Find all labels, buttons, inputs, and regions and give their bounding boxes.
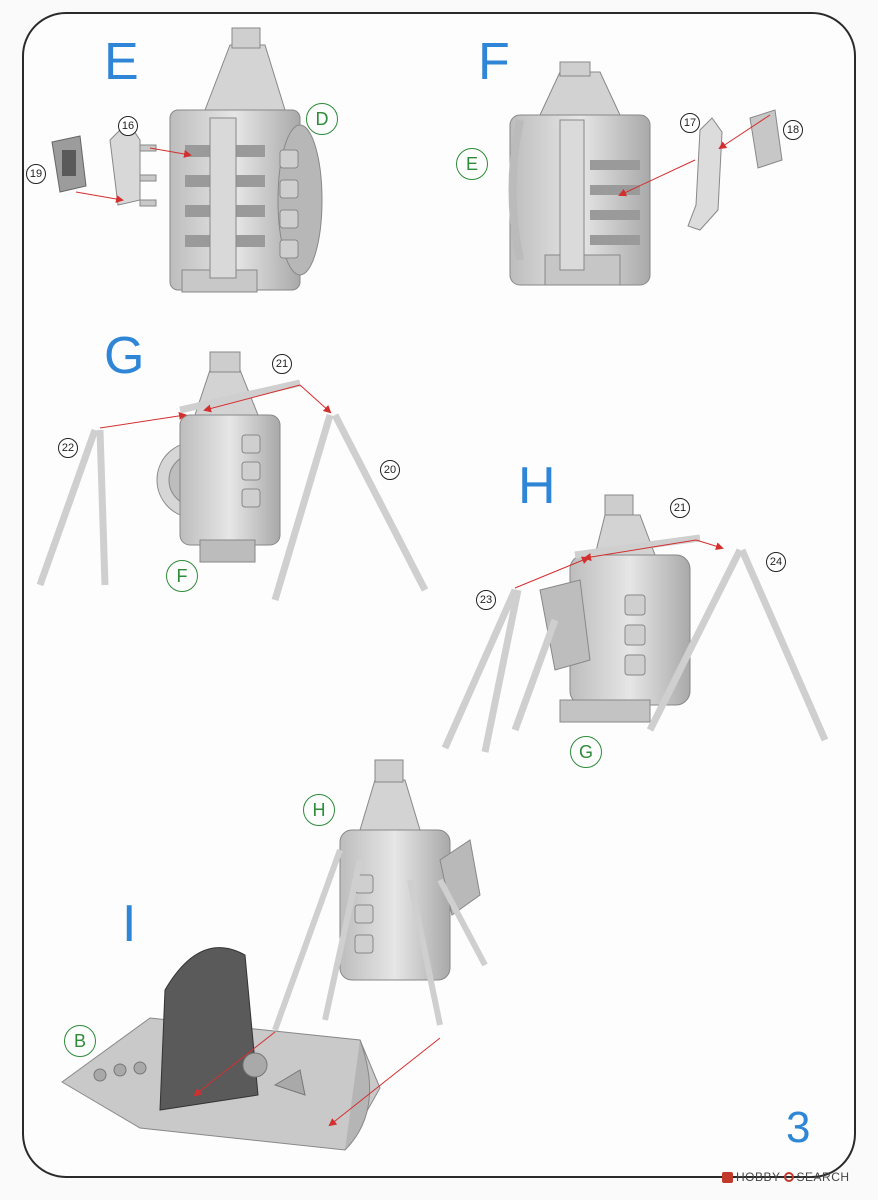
watermark: HOBBY SEARCH: [722, 1170, 850, 1184]
part-18-plate: [749, 109, 783, 169]
part-number-20: 20: [380, 460, 400, 480]
step-letter-e: E: [104, 33, 139, 91]
legs-step-h: [441, 548, 829, 753]
step-letter-g: G: [104, 327, 145, 385]
hobbysearch-ring-icon: [783, 1172, 794, 1182]
ref-circle-b: B: [64, 1025, 96, 1057]
part-number-21-h: 21: [670, 498, 690, 518]
part-17-exhaust: [687, 117, 723, 231]
part-number-17: 17: [680, 113, 700, 133]
engine-step-i: [339, 759, 481, 981]
part-number-24: 24: [766, 552, 786, 572]
part-number-22: 22: [58, 438, 78, 458]
part-number-21-g: 21: [272, 354, 292, 374]
ref-circle-g: G: [570, 736, 602, 768]
step-letter-i: I: [122, 895, 137, 953]
engine-step-g: [156, 351, 301, 563]
page-number: 3: [786, 1103, 811, 1152]
part-number-16: 16: [118, 116, 138, 136]
part-number-19: 19: [26, 164, 46, 184]
fuselage-section: [61, 947, 381, 1151]
engine-step-f: [508, 61, 651, 286]
ref-circle-d: D: [306, 103, 338, 135]
engine-step-e: [169, 27, 323, 293]
hobbysearch-logo-icon: [722, 1171, 733, 1183]
ref-circle-f: F: [166, 560, 198, 592]
engine-step-h: [539, 494, 701, 723]
part-number-23: 23: [476, 590, 496, 610]
legs-step-i: [272, 848, 488, 1032]
step-letter-h: H: [518, 457, 556, 515]
ref-circle-e: E: [456, 148, 488, 180]
part-number-18: 18: [783, 120, 803, 140]
watermark-brand-a: HOBBY: [736, 1170, 781, 1184]
part-19-plate: [51, 135, 87, 193]
step-letter-f: F: [478, 33, 510, 91]
watermark-brand-b: SEARCH: [796, 1170, 850, 1184]
legs-step-g: [36, 413, 429, 601]
ref-circle-h: H: [303, 794, 335, 826]
